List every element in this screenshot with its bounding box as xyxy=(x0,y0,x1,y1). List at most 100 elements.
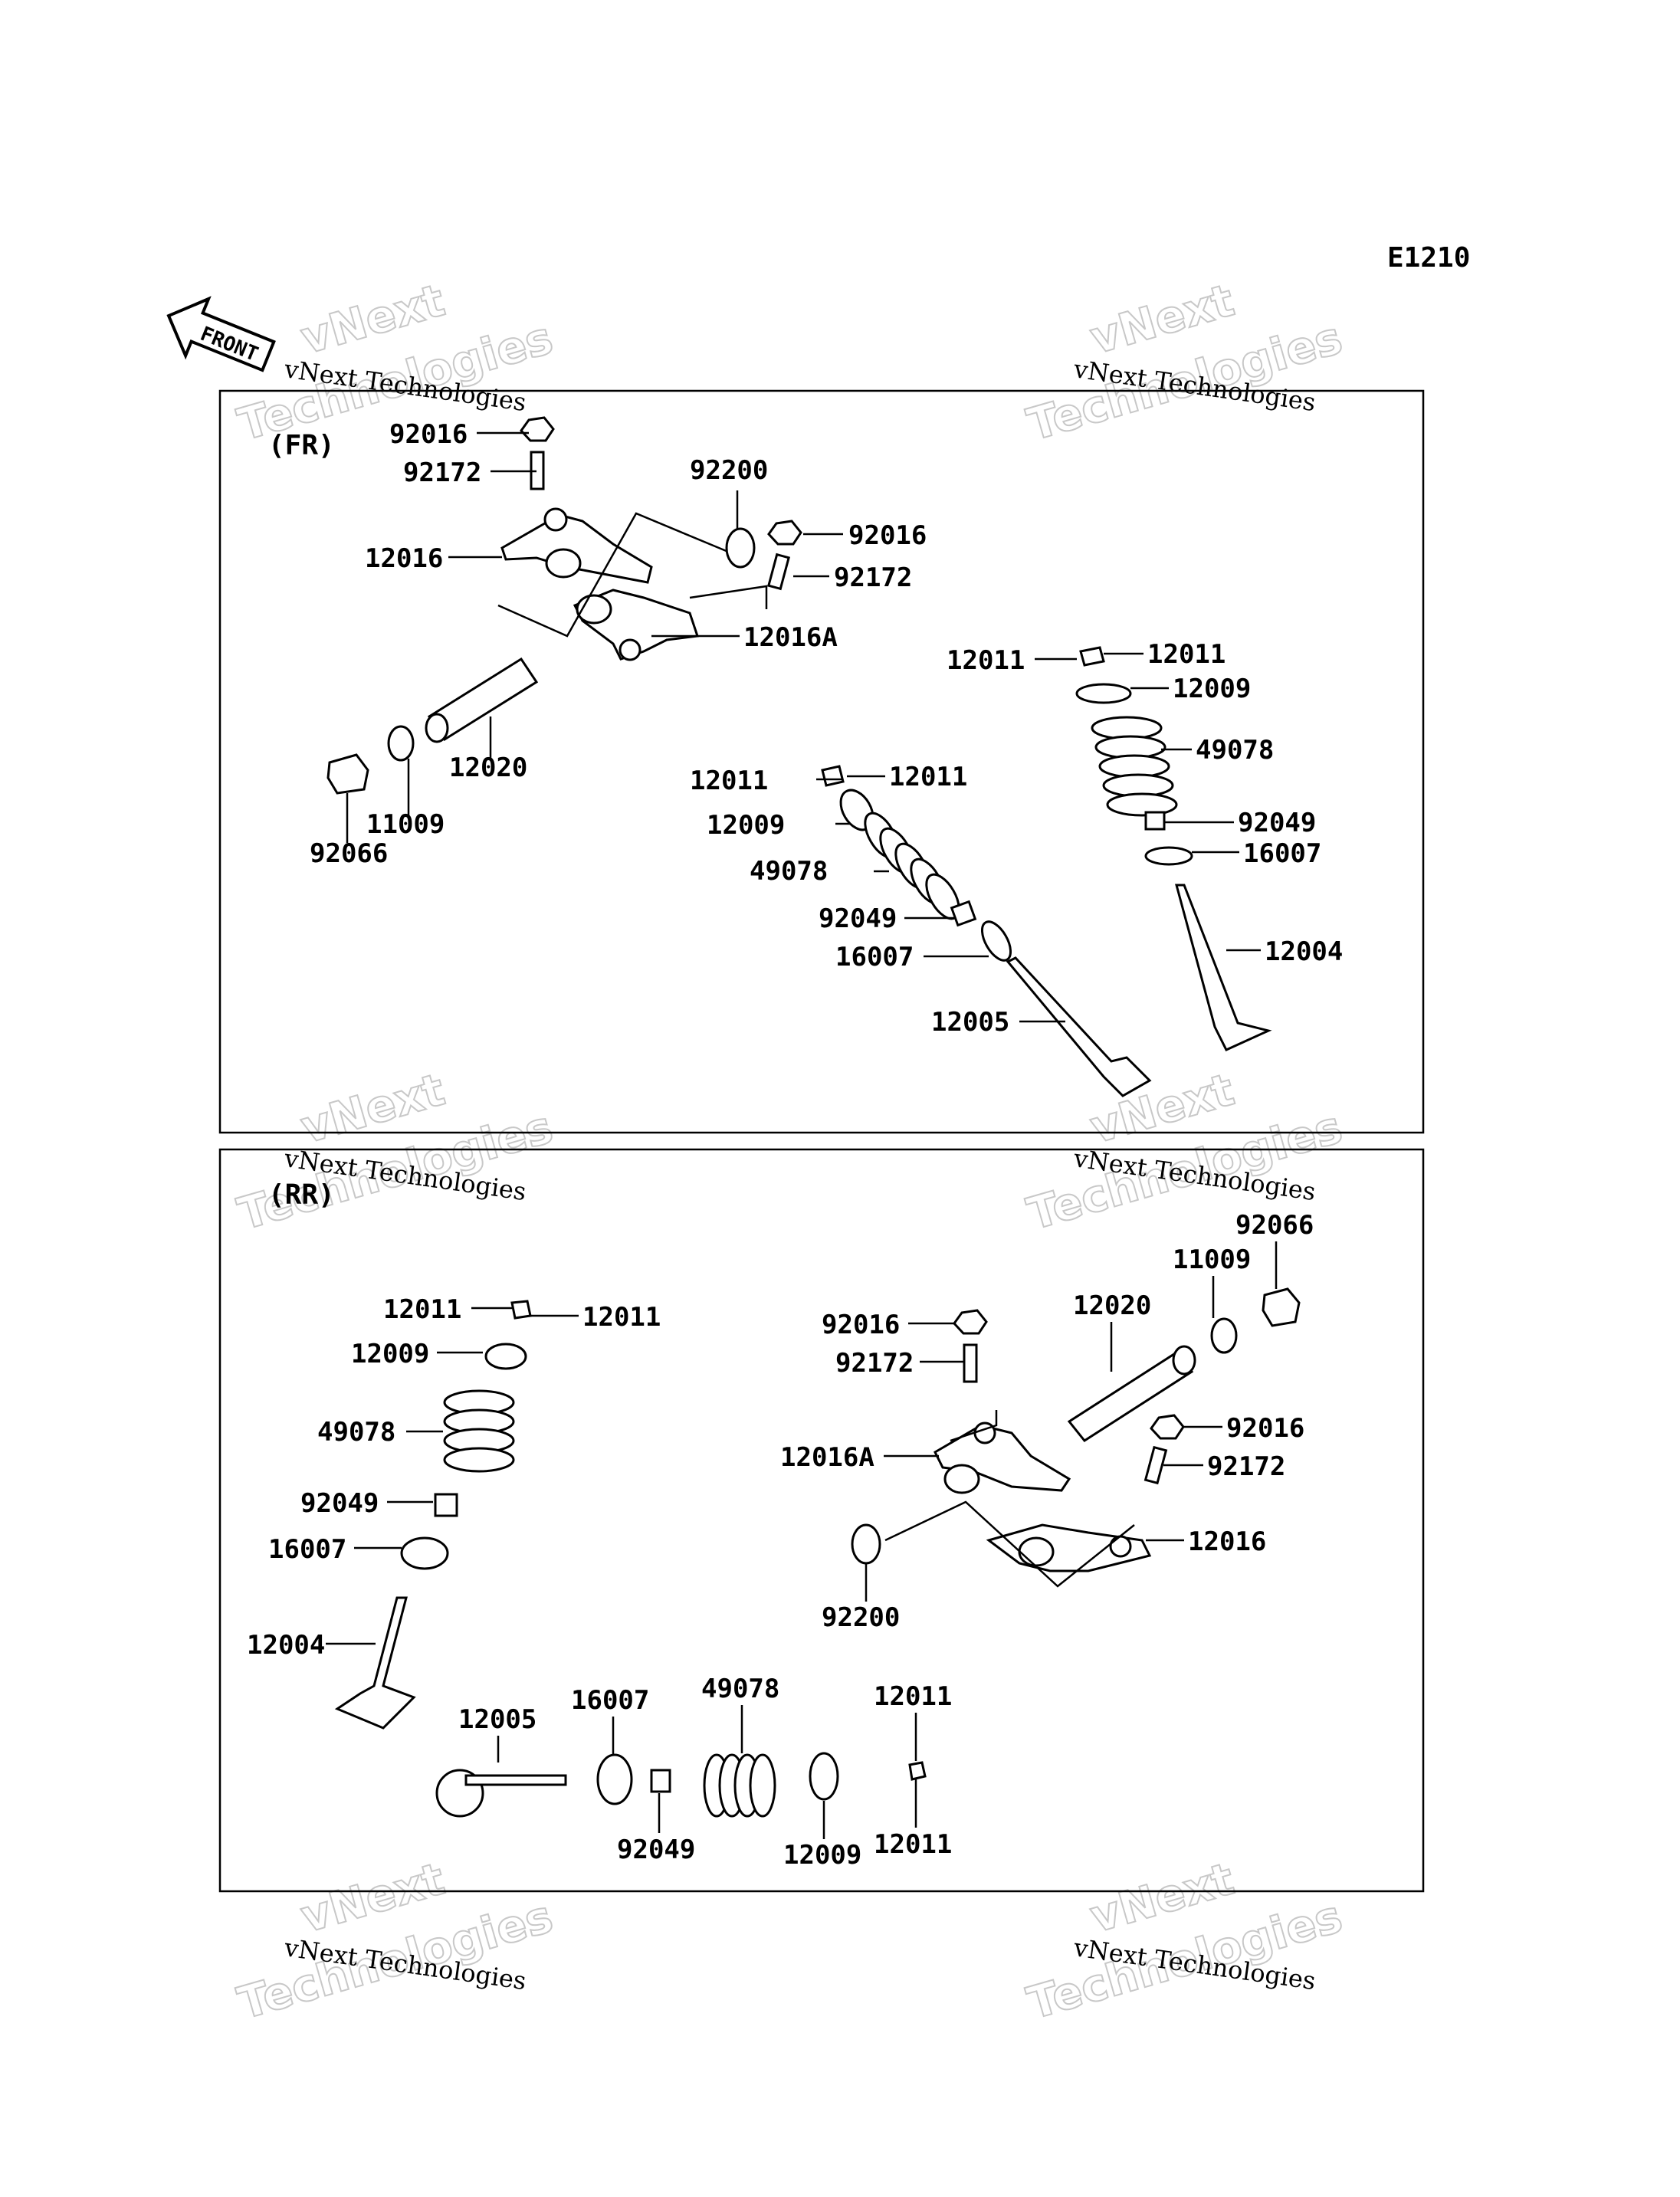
callout: 12011 xyxy=(383,1294,461,1325)
adjuster-hole-icon xyxy=(1109,1535,1132,1558)
spring-icon xyxy=(443,1389,515,1473)
shaft-end-icon xyxy=(1172,1345,1196,1376)
callout: 92200 xyxy=(690,455,768,486)
callout: 12016 xyxy=(365,543,443,574)
spring-icon xyxy=(1091,716,1178,817)
rocker-arm-icon xyxy=(500,513,653,584)
diagram-code: E1210 xyxy=(1387,242,1470,274)
spring-seat-icon xyxy=(596,1753,633,1805)
callout: 12009 xyxy=(1173,674,1251,704)
adjust-screw-icon xyxy=(1144,1445,1168,1485)
watermark-5: vNext Technologies vNext Technologies xyxy=(231,1851,559,2030)
callout: 92172 xyxy=(834,562,912,593)
cotter-icon xyxy=(510,1300,532,1320)
callout: 12020 xyxy=(1073,1290,1151,1321)
rocker-bore-icon xyxy=(545,548,582,579)
cotter-icon xyxy=(821,765,845,787)
stem-seal-icon xyxy=(950,900,977,927)
callout: 92049 xyxy=(300,1488,379,1519)
spring-seat-icon xyxy=(980,920,1012,962)
callout: 12009 xyxy=(351,1339,429,1369)
spring-seat-icon xyxy=(1144,846,1193,866)
nut-icon xyxy=(953,1309,988,1335)
callout: 49078 xyxy=(317,1417,395,1448)
exhaust-valve-stem-icon xyxy=(464,1774,567,1786)
callout: 92172 xyxy=(403,457,481,488)
callout: 92200 xyxy=(822,1602,900,1633)
callout: 92049 xyxy=(819,903,897,934)
callout: 16007 xyxy=(268,1534,346,1565)
o-ring-icon xyxy=(851,1523,881,1565)
callout: 12011 xyxy=(874,1829,952,1860)
nut-icon xyxy=(767,520,802,546)
callout: 12011 xyxy=(874,1681,952,1712)
callout: 16007 xyxy=(835,942,914,972)
intake-valve-icon xyxy=(334,1596,416,1730)
rocker-bore-icon xyxy=(1018,1536,1055,1567)
callout: 92016 xyxy=(822,1310,900,1340)
watermark-3: vNext Technologies vNext Technologies xyxy=(231,1062,559,1241)
spring-seat-icon xyxy=(400,1536,449,1570)
callout: 11009 xyxy=(1173,1244,1251,1275)
o-ring-icon xyxy=(725,527,756,569)
callout: 92016 xyxy=(848,520,927,551)
callout: 92172 xyxy=(835,1348,914,1379)
adjuster-hole-icon xyxy=(619,638,641,661)
callout: 12011 xyxy=(889,762,967,792)
callout: 92066 xyxy=(310,838,388,869)
plug-icon xyxy=(1262,1287,1301,1327)
callout: 12016 xyxy=(1188,1526,1266,1557)
retainer-icon xyxy=(484,1343,527,1370)
stem-seal-icon xyxy=(1144,811,1166,831)
front-arrow-icon: FRONT xyxy=(166,296,276,372)
retainer-icon xyxy=(1075,683,1132,704)
adjust-screw-icon xyxy=(963,1343,978,1383)
front-panel-label: (FR) xyxy=(268,430,335,461)
callout: 16007 xyxy=(1243,838,1321,869)
stem-seal-icon xyxy=(650,1769,671,1793)
callout: 12005 xyxy=(458,1704,536,1735)
ring-icon xyxy=(1210,1317,1238,1354)
callout: 11009 xyxy=(366,809,445,840)
spring-icon xyxy=(703,1753,776,1818)
adjust-screw-icon xyxy=(767,553,790,591)
adjuster-hole-icon xyxy=(543,507,568,532)
watermark-2: vNext Technologies vNext Technologies xyxy=(1021,273,1348,451)
intake-valve-icon xyxy=(1175,884,1272,1051)
callout: 12011 xyxy=(582,1302,661,1333)
callout: 92066 xyxy=(1235,1210,1314,1241)
callout: 92016 xyxy=(1226,1413,1304,1444)
callout: 12011 xyxy=(690,766,768,796)
exhaust-valve-icon xyxy=(1006,956,1152,1097)
callout: 92172 xyxy=(1207,1451,1285,1482)
callout: 12020 xyxy=(449,753,527,783)
callout: 12004 xyxy=(1265,936,1343,967)
callout: 16007 xyxy=(571,1685,649,1716)
cotter-icon xyxy=(908,1761,927,1781)
callout: 12016A xyxy=(780,1442,874,1473)
retainer-icon xyxy=(809,1752,839,1801)
callout: 92049 xyxy=(617,1835,695,1865)
callout: 12009 xyxy=(783,1840,861,1871)
ring-icon xyxy=(387,725,415,762)
front-callouts: 92016 92172 12016 92200 92016 92172 1201… xyxy=(310,419,1343,1038)
front-panel-parts xyxy=(326,416,1272,1097)
shaft-end-icon xyxy=(425,713,449,743)
callout: 92049 xyxy=(1238,808,1316,838)
plug-icon xyxy=(326,753,369,795)
stem-seal-icon xyxy=(434,1493,458,1517)
cotter-icon xyxy=(1079,646,1105,667)
rocker-bore-icon xyxy=(943,1464,980,1494)
callout: 92016 xyxy=(389,419,468,450)
watermark-6: vNext Technologies vNext Technologies xyxy=(1021,1851,1348,2030)
front-panel-frame xyxy=(218,389,1425,1134)
callout: 49078 xyxy=(701,1674,779,1704)
spring-icon xyxy=(864,812,960,920)
rear-panel-frame xyxy=(218,1148,1425,1893)
callout: 49078 xyxy=(1196,735,1274,766)
rear-callouts: 12011 12011 12009 49078 92049 16007 1200… xyxy=(247,1210,1314,1871)
callout: 12016A xyxy=(743,622,838,653)
rocker-shaft-icon xyxy=(1067,1351,1194,1442)
callout: 12011 xyxy=(947,645,1025,676)
callout: 12011 xyxy=(1147,639,1226,670)
